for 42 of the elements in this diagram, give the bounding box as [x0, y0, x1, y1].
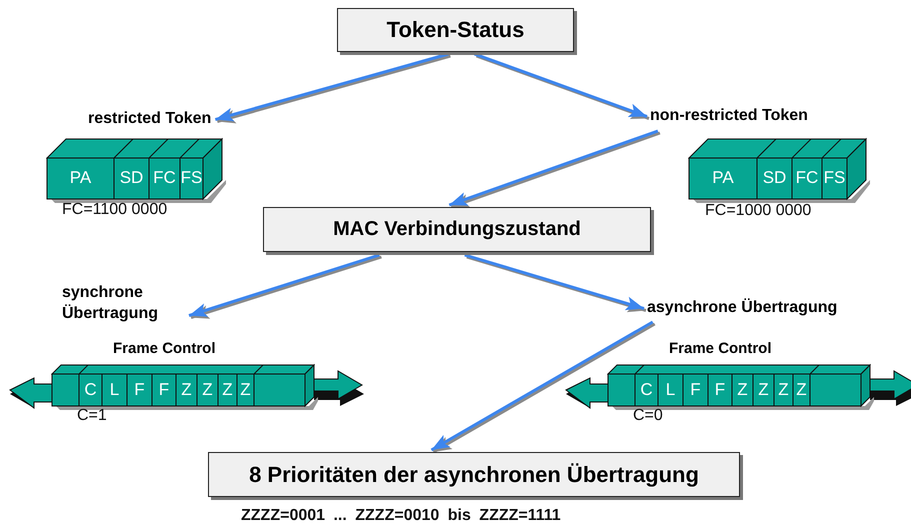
- field-label: PA: [68, 168, 92, 188]
- arrow: [464, 254, 644, 310]
- node-label: C=0: [633, 407, 663, 425]
- field-label: SD: [118, 168, 144, 188]
- field-label: C: [639, 380, 654, 400]
- field-label: FS: [822, 168, 846, 188]
- frame-heading: Frame Control: [113, 340, 216, 357]
- frame-heading: Frame Control: [669, 340, 772, 357]
- branch-label: synchrone Übertragung: [62, 282, 187, 324]
- field-label: F: [714, 380, 726, 400]
- arrow: [188, 254, 380, 318]
- field-label: Z: [757, 380, 770, 400]
- node-label: FC=1100 0000: [62, 201, 168, 219]
- field-label: FC: [152, 168, 177, 188]
- field-label: F: [133, 380, 146, 400]
- state-box: Token-Status: [337, 8, 574, 52]
- field-label: L: [108, 380, 120, 400]
- field-label: C: [83, 380, 98, 400]
- arrow: [474, 52, 648, 118]
- field-label: SD: [762, 168, 788, 188]
- field-label: Z: [201, 380, 214, 400]
- branch-label: asynchrone Übertragung: [647, 297, 838, 318]
- field-label: Z: [795, 380, 808, 400]
- field-label: F: [689, 380, 702, 400]
- arrow: [448, 130, 658, 206]
- branch-label: restricted Token: [88, 108, 212, 129]
- arrow: [430, 320, 654, 452]
- field-label: FC: [794, 168, 820, 188]
- state-box: MAC Verbindungszustand: [263, 207, 651, 252]
- field-label: L: [664, 380, 676, 400]
- field-label: Z: [180, 380, 193, 400]
- branch-label: non-restricted Token: [650, 105, 808, 126]
- node-label: C=1: [77, 407, 107, 425]
- field-label: Z: [777, 380, 790, 400]
- field-label: PA: [711, 168, 735, 188]
- node-label: ZZZZ=0001 ... ZZZZ=0010 bis ZZZZ=1111: [241, 507, 561, 525]
- node-label: FC=1000 0000: [705, 202, 812, 220]
- field-label: Z: [239, 380, 252, 400]
- field-label: F: [158, 380, 170, 400]
- field-label: FS: [180, 168, 203, 188]
- field-label: Z: [221, 380, 234, 400]
- field-label: Z: [736, 380, 749, 400]
